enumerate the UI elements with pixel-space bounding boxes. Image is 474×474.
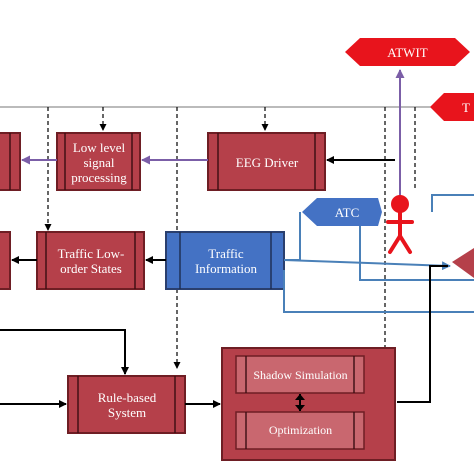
optimization-label: Optimization — [268, 423, 333, 437]
traffic-info-label: Traffic Information — [194, 246, 258, 276]
eeg-driver-label: EEG Driver — [235, 154, 299, 170]
optimization-box — [235, 411, 365, 450]
human-operator-icon — [386, 195, 414, 254]
blue-upper-branch — [431, 194, 474, 212]
atwit-label: ATWIT — [387, 44, 428, 60]
traffic-low-order-label: Traffic Low-order States — [57, 246, 125, 276]
low-level-box — [56, 132, 141, 191]
decision-diamond — [452, 248, 474, 278]
info-to-right-arrow — [283, 259, 451, 271]
rule-based-label: Rule-based System — [97, 390, 157, 420]
atwit-node-shape — [345, 38, 470, 66]
left-box-row2 — [0, 231, 11, 290]
low-level-label: Low level signal processing — [71, 139, 127, 185]
info-to-atc-line — [284, 212, 301, 261]
left-to-rule-line — [0, 329, 129, 375]
blue-right-loop — [359, 226, 474, 281]
eeg-driver-box — [207, 132, 326, 191]
atc-node-shape — [302, 198, 382, 226]
t-partial-label: T — [462, 99, 470, 115]
right-feedback-line — [397, 265, 448, 403]
atc-label: ATC — [334, 204, 360, 220]
blue-lower-branch — [283, 270, 474, 313]
shadow-sim-box — [235, 355, 365, 394]
shadow-sim-label: Shadow Simulation — [253, 367, 348, 382]
traffic-low-order-box — [36, 231, 145, 290]
t-node-shape — [430, 93, 474, 121]
bidirectional-arrow — [295, 394, 305, 411]
